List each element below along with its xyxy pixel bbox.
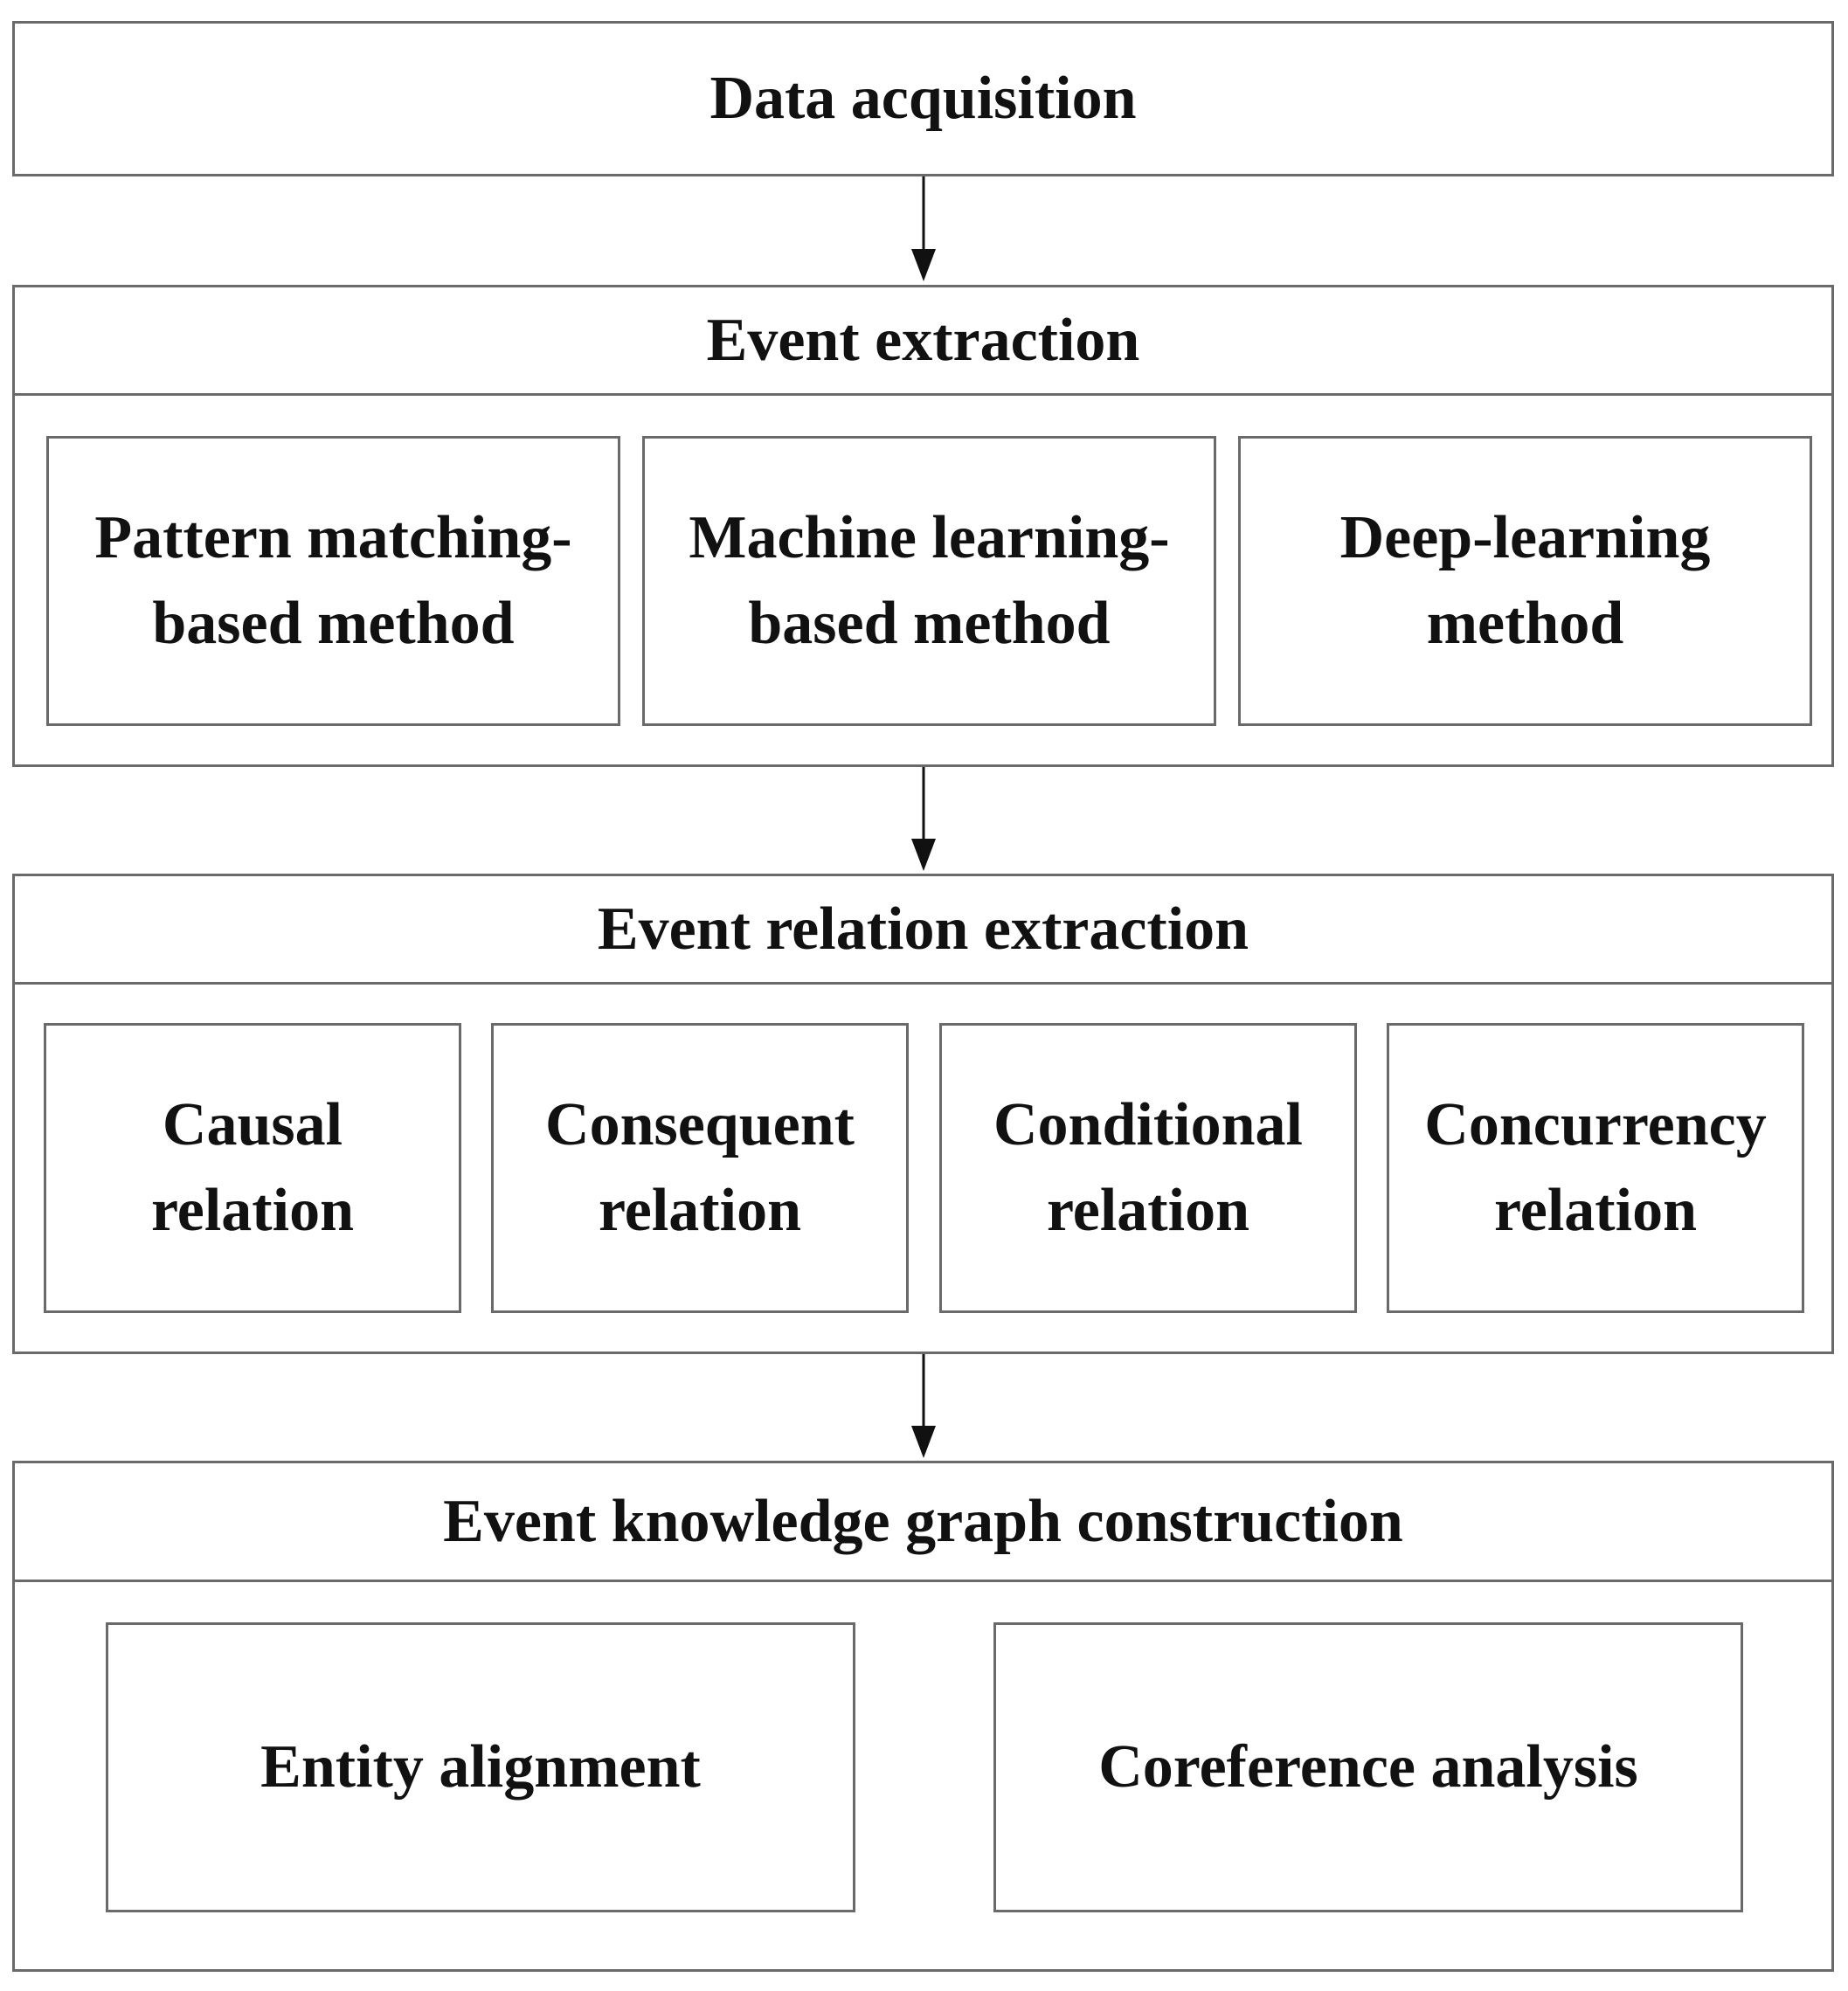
task-entity-alignment: Entity alignment — [106, 1622, 855, 1912]
task-coreference-analysis: Coreference analysis — [993, 1622, 1743, 1912]
relation-conditional: Conditional relation — [939, 1023, 1357, 1313]
method-machine-learning: Machine learning- based method — [642, 436, 1216, 726]
arrow-relation-to-kg — [911, 1354, 936, 1458]
event-kg-construction-box: Event knowledge graph construction Entit… — [12, 1461, 1834, 1972]
event-extraction-box: Event extraction Pattern matching- based… — [12, 285, 1834, 767]
data-acquisition-box: Data acquisition — [12, 21, 1834, 176]
event-relation-extraction-header: Event relation extraction — [15, 876, 1831, 985]
event-kg-construction-header: Event knowledge graph construction — [15, 1463, 1831, 1582]
event-extraction-header: Event extraction — [15, 287, 1831, 396]
data-acquisition-title: Data acquisition — [709, 65, 1137, 132]
event-kg-construction-title: Event knowledge graph construction — [443, 1487, 1403, 1555]
method-deep-learning: Deep-learning method — [1238, 436, 1812, 726]
relation-causal: Causal relation — [44, 1023, 461, 1313]
event-relation-extraction-box: Event relation extraction Causal relatio… — [12, 874, 1834, 1354]
arrow-acquisition-to-extraction — [911, 176, 936, 281]
event-relation-extraction-title: Event relation extraction — [597, 895, 1249, 963]
relation-concurrency: Concurrency relation — [1387, 1023, 1804, 1313]
relation-consequent: Consequent relation — [491, 1023, 909, 1313]
event-extraction-title: Event extraction — [706, 306, 1140, 374]
arrow-extraction-to-relation — [911, 767, 936, 871]
method-pattern-matching: Pattern matching- based method — [46, 436, 620, 726]
